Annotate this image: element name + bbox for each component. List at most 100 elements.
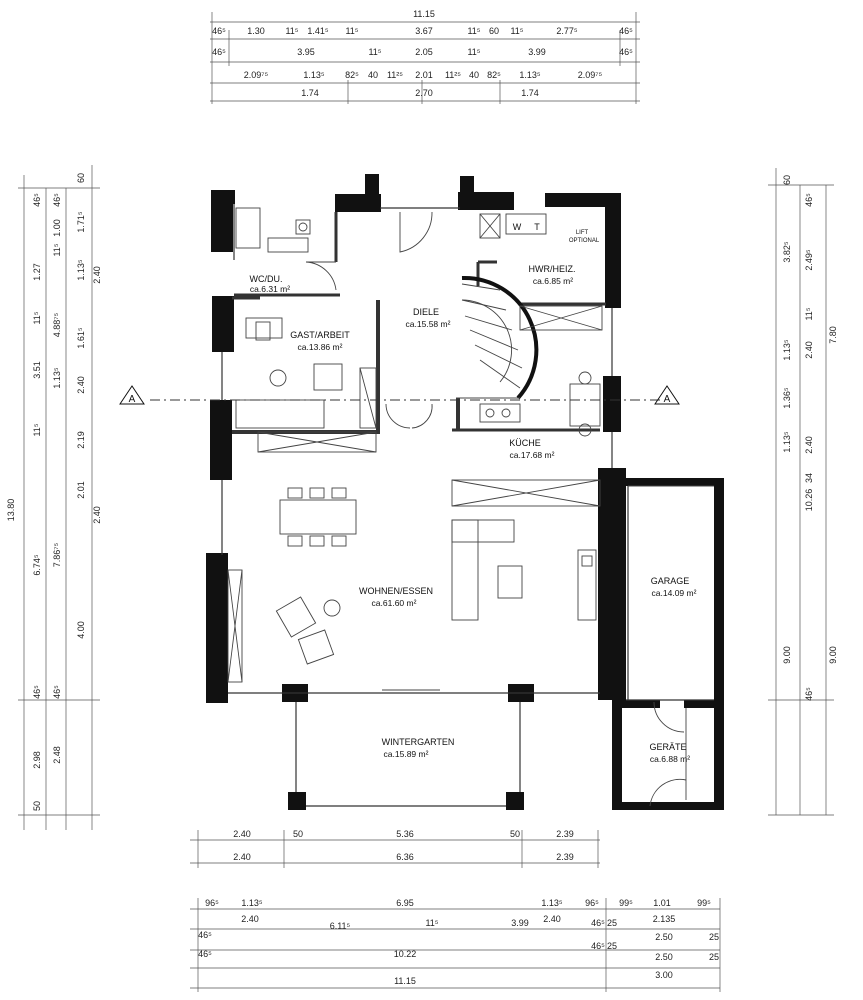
top-r1-dim: 11⁵	[345, 26, 358, 36]
inner-walls	[221, 204, 714, 807]
top-r1-dim: 60	[489, 26, 499, 36]
top-r2-dim: 3.99	[528, 47, 546, 57]
top-r3-dim: 2.01	[415, 70, 433, 80]
left-c3-dim: 2.48	[52, 746, 62, 764]
left-c3-dim: 4.88⁷⁵	[52, 312, 62, 337]
top-r3-dim: 2.09⁷⁵	[244, 70, 269, 80]
top-r2-dim: 11⁵	[368, 47, 381, 57]
room-wintergarten-name: WINTERGARTEN	[382, 737, 455, 747]
top-dimension-chain: 11.15 46⁵ 1.30 11⁵ 1.41⁵ 11⁵ 3.67 11⁵ 60…	[210, 9, 640, 104]
bottom-r3-dim: 25	[607, 918, 617, 928]
left-c4-dim: 2.40	[92, 506, 102, 524]
top-r2-dim: 3.95	[297, 47, 315, 57]
top-total-dim: 11.15	[413, 9, 435, 19]
room-wintergarten-area: ca.15.89 m²	[384, 749, 429, 759]
right-c1-dim: 60	[782, 175, 792, 185]
room-wc-area: ca.6.31 m²	[250, 284, 290, 294]
room-diele-name: DIELE	[413, 307, 439, 317]
bottom-r3-dim: 46⁵	[591, 918, 605, 928]
right-c3-dim: 7.80	[828, 326, 838, 344]
bottom-r2-dim: 2.135	[653, 914, 676, 924]
top-r1-dim: 3.67	[415, 26, 433, 36]
top-r1-dim: 11⁵	[467, 26, 480, 36]
bottom-r4-dim: 46⁵	[591, 941, 605, 951]
left-c2-dim: 3.51	[32, 361, 42, 379]
right-c2-dim: 1.13⁵	[782, 339, 792, 361]
left-c4-dim: 1.71⁵	[76, 211, 86, 233]
right-c2-dim: 3.82⁵	[782, 241, 792, 263]
bottom-r4-dim: 10.22	[394, 949, 417, 959]
left-c3-dim: 1.13⁵	[52, 367, 62, 389]
top-r2-dim: 46⁵	[212, 47, 226, 57]
top-r4-dim: 2.70	[415, 88, 433, 98]
room-gast-name: GAST/ARBEIT	[290, 330, 350, 340]
bottom-a-dim: 2.40	[233, 829, 251, 839]
top-r4-dim: 1.74	[521, 88, 539, 98]
bottom-b-dim: 2.40	[233, 852, 251, 862]
bottom-r1-dim: 6.95	[396, 898, 414, 908]
section-a-left: A	[129, 394, 136, 405]
top-r3-dim: 11²⁵	[445, 70, 461, 80]
room-wohnen-area: ca.61.60 m²	[372, 598, 417, 608]
bottom-r5-dim: 3.00	[655, 970, 673, 980]
top-r1-dim: 1.30	[247, 26, 265, 36]
left-c2-dim: 50	[32, 801, 42, 811]
bottom-r4-dim: 25	[607, 941, 617, 951]
right-c1-dim: 2.40	[804, 436, 814, 454]
left-c4-dim: 1.61⁵	[76, 327, 86, 349]
top-r1-dim: 46⁵	[212, 26, 226, 36]
top-r4-dim: 1.74	[301, 88, 319, 98]
room-hwr-area: ca.6.85 m²	[533, 276, 573, 286]
room-wohnen-name: WOHNEN/ESSEN	[359, 586, 433, 596]
room-lift-name: LIFT	[576, 230, 589, 236]
top-r1-dim: 11⁵	[285, 26, 298, 36]
fixture-t: T	[534, 222, 540, 232]
right-dimension-chain: 60 46⁵ 2.49⁵ 11⁵ 2.40 1.36⁵ 2.40 34 46⁵ …	[768, 168, 838, 816]
room-geraete-area: ca.6.88 m²	[650, 754, 690, 764]
left-c3-dim: 7.86⁷⁵	[52, 542, 62, 567]
bottom-r1-dim: 1.13⁵	[541, 898, 563, 908]
left-c2-dim: 6.74⁵	[32, 554, 42, 576]
left-c3-dim: 46⁵	[52, 685, 62, 699]
fixture-w: W	[513, 222, 522, 232]
bottom-r3-dim: 3.99	[511, 918, 529, 928]
top-r3-dim: 40	[368, 70, 378, 80]
top-r3-dim: 2.09⁷⁵	[578, 70, 603, 80]
room-kueche-name: KÜCHE	[509, 438, 541, 448]
bottom-dimension-chain: 2.40 50 5.36 50 2.39 2.40 6.36 2.39 96⁵ …	[190, 829, 721, 992]
left-c2-dim: 11⁵	[32, 423, 42, 436]
room-geraete-name: GERÄTE	[649, 742, 686, 752]
top-r3-dim: 1.13⁵	[303, 70, 325, 80]
furniture	[235, 207, 714, 665]
left-c3-dim: 11⁵	[52, 243, 62, 256]
staircase	[456, 275, 539, 400]
left-c4-dim: 4.00	[76, 621, 86, 639]
left-c2-dim: 2.98	[32, 751, 42, 769]
bottom-r3-dim: 11⁵	[425, 918, 438, 928]
room-labels: WC/DU. ca.6.31 m² LIFT OPTIONAL HWR/HEIZ…	[250, 230, 697, 764]
bottom-b-dim: 2.39	[556, 852, 574, 862]
right-c1-dim: 11⁵	[804, 307, 814, 320]
top-r3-dim: 82⁵	[345, 70, 359, 80]
bottom-r1-dim: 1.01	[653, 898, 671, 908]
room-gast-area: ca.13.86 m²	[298, 342, 343, 352]
right-c1-dim: 46⁵	[804, 193, 814, 207]
left-c2-dim: 11⁵	[32, 311, 42, 324]
right-c2-dim: 10.26	[804, 489, 814, 512]
section-a-right: A	[664, 394, 671, 405]
top-r3-dim: 82⁵	[487, 70, 501, 80]
kitchen-counters	[227, 305, 603, 683]
right-c1-dim: 34	[804, 473, 814, 483]
top-r2-dim: 46⁵	[619, 47, 633, 57]
left-c4-dim: 60	[76, 173, 86, 183]
top-r3-dim: 1.13⁵	[519, 70, 541, 80]
room-lift-sub: OPTIONAL	[569, 238, 600, 244]
top-r2-dim: 2.05	[415, 47, 433, 57]
bottom-r4-dim: 2.50	[655, 952, 673, 962]
bottom-r1-dim: 99⁵	[697, 898, 711, 908]
bottom-b-dim: 6.36	[396, 852, 414, 862]
bottom-a-dim: 50	[293, 829, 303, 839]
top-r1-dim: 1.41⁵	[307, 26, 329, 36]
bottom-r1-dim: 96⁵	[585, 898, 599, 908]
